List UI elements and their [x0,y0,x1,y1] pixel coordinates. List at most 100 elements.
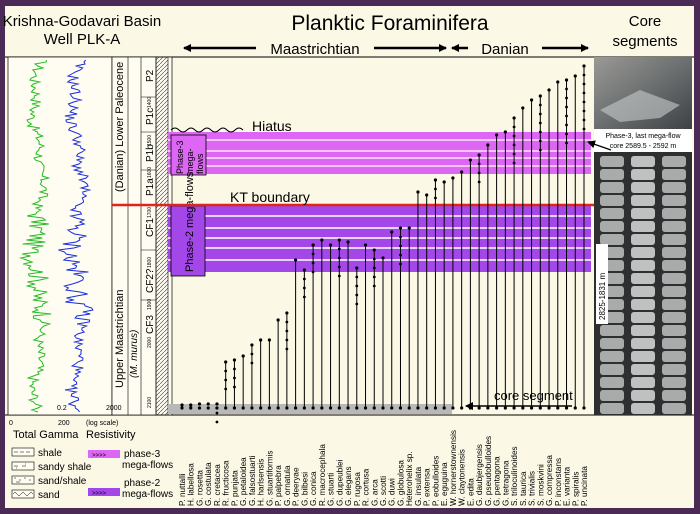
species-last-occurrence-dot [433,406,438,410]
species-occurrence-dot [355,302,359,306]
danian-label: Danian [481,41,529,58]
species-occurrence-dot [538,139,542,143]
legend-phase3-arrows: >>>> [92,453,107,459]
species-occurrence-dot [582,82,586,86]
phase2-box-label: Phase-2 mega-flows [184,171,196,272]
species-occurrence-dot [250,352,254,356]
species-occurrence-dot [477,171,481,175]
species-occurrence-dot [355,275,359,279]
species-label: G. tetragona [501,460,510,506]
core-depth-label-box [596,244,608,324]
phase2-megaflow-band [168,206,591,272]
species-occurrence-dot [215,420,219,424]
zone-p1a: P1a [145,178,156,196]
species-last-occurrence-dot [442,406,446,410]
species-last-occurrence-dot [337,406,341,410]
phase3-box [170,134,207,176]
core-block [662,247,686,258]
danian-lower-paleocene-label: (Danian) Lower Paleocene [114,62,126,192]
core-block [662,351,686,362]
gamma-axis-min: 0 [9,420,13,427]
species-last-occurrence-dot [477,406,481,410]
phase3-core-caption-line1: Phase-3, last mega-flow [605,133,681,140]
species-label: P. punjata [230,470,239,506]
species-last-occurrence-dot [206,406,210,410]
core-block [662,195,686,206]
species-occurrence-dot [565,96,568,100]
species-last-occurrence-dot [503,406,507,410]
species-label: G. duwi [388,478,397,506]
species-last-occurrence-dot [285,406,289,410]
core-block [662,364,686,375]
species-occurrence-dot [233,385,236,389]
species-first-occurrence-dot [468,158,472,162]
legend-phase3-line2: mega-flows [122,460,173,471]
core-block [631,221,655,232]
species-label: G. pseudobulloides [484,436,493,506]
species-first-occurrence-dot [250,343,254,347]
species-occurrence-dot [337,274,341,278]
species-last-occurrence-dot [311,406,315,410]
species-last-occurrence-dot [241,406,245,410]
species-occurrence-dot [233,367,236,371]
species-label: G. globulosa [397,460,406,506]
core-block [662,286,686,297]
species-label: R. cretacea [213,464,222,506]
core-block [600,351,624,362]
core-block [631,182,655,193]
species-occurrence-dot [565,114,568,118]
basin-title: Krishna-Godavari Basin [3,13,161,30]
species-occurrence-dot [399,244,402,248]
species-occurrence-dot [582,91,586,95]
species-first-occurrence-dot [267,338,271,342]
well-title: Well PLK-A [44,31,120,48]
species-last-occurrence-dot [486,406,490,410]
core-block [600,169,624,180]
species-last-occurrence-dot [259,406,263,410]
species-last-occurrence-dot [215,406,219,410]
species-label: S. triloculinoides [510,446,519,506]
species-last-occurrence-dot [346,406,350,410]
core-block [631,169,655,180]
species-last-occurrence-dot [495,406,499,410]
resistivity-label: Resistivity [86,429,136,441]
species-first-occurrence-dot [197,402,202,406]
species-label: G. pentagona [493,456,502,506]
species-label: P. extensa [423,468,432,506]
species-last-occurrence-dot [355,406,359,410]
core-block [631,234,655,245]
species-last-occurrence-dot [564,406,569,410]
species-first-occurrence-dot [521,106,525,110]
core-photo-phase3-highlight [600,90,680,122]
legend-shale-label: shale [38,448,62,459]
species-first-occurrence-dot [302,268,306,272]
core-block [662,299,686,310]
species-first-occurrence-dot [503,130,507,134]
species-first-occurrence-dot [232,358,237,362]
species-label: G. daubjergensis [475,444,484,506]
depth-tick-1600: 1600 [147,167,153,178]
species-first-occurrence-dot [573,74,577,78]
species-label: G. scotti [379,476,388,506]
species-occurrence-dot [215,411,219,415]
species-occurrence-dot [512,143,516,147]
core-block [662,156,686,167]
species-last-occurrence-dot [232,406,237,410]
depth-tick-1900: 1900 [147,299,153,310]
species-label: P. nuttalli [178,473,187,506]
species-first-occurrence-dot [547,88,551,92]
phase3-box-line1: Phase-3 [175,140,185,174]
species-last-occurrence-dot [372,406,376,410]
core-block [631,195,655,206]
core-block [631,325,655,336]
species-label: P. palpebra [274,465,283,506]
species-occurrence-dot [285,347,289,351]
species-occurrence-dot [399,235,402,239]
species-first-occurrence-dot [276,318,280,322]
log-panel [7,56,113,416]
core-photo-phase3-caption-box [594,129,692,152]
species-label: G. compressa [545,455,554,506]
species-first-occurrence-dot [224,360,228,364]
core-block [631,299,655,310]
species-first-occurrence-dot [564,78,569,82]
